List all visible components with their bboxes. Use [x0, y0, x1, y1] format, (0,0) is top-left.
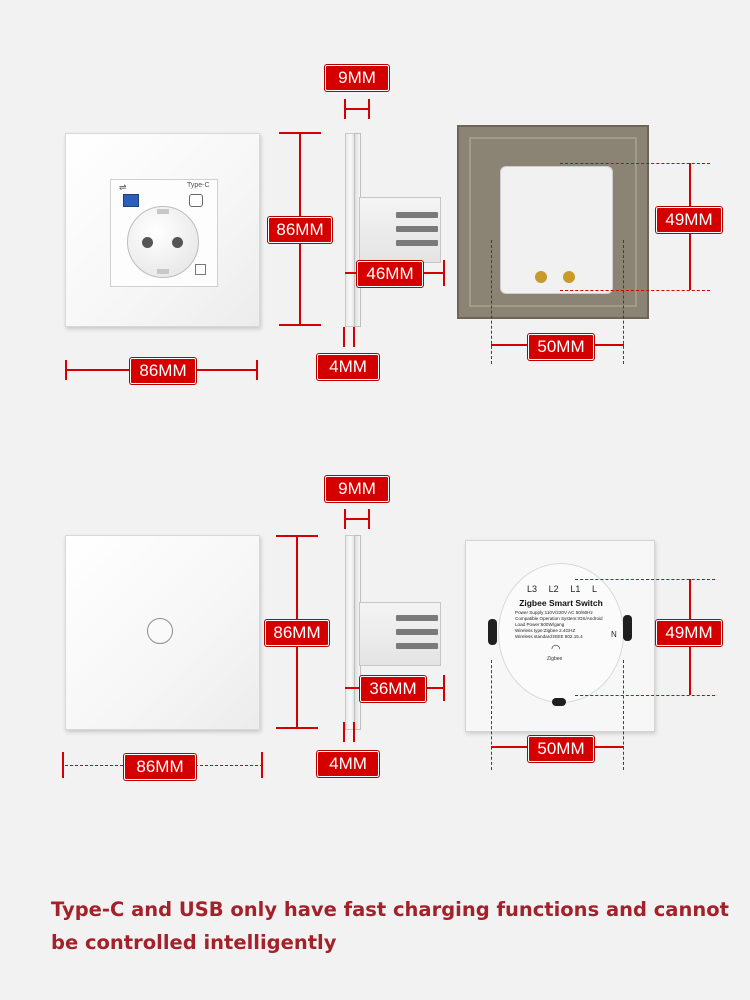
- module-n-label: N: [611, 630, 617, 639]
- width-tick-right: [261, 752, 263, 778]
- switch-side-plate-label: 4MM: [317, 751, 379, 777]
- height-tick-top: [279, 132, 321, 134]
- module-spec-line: Compatible Operation System:IOS/Android: [515, 616, 603, 621]
- ground-clip-bottom: [157, 269, 169, 274]
- switch-front-width-label: 86MM: [124, 754, 196, 780]
- side-fin: [396, 212, 438, 218]
- glass-dim-line: [344, 108, 370, 110]
- depth-dim-tick: [443, 675, 445, 701]
- glass-dim-tick: [344, 99, 346, 119]
- height-tick-bottom: [279, 324, 321, 326]
- side-fin: [396, 615, 438, 621]
- rear-frame-inner: [469, 137, 637, 307]
- status-square: [195, 264, 206, 275]
- rear-screw-slot: [552, 698, 566, 706]
- plate-dim-tick: [343, 722, 345, 742]
- glass-dim-tick: [368, 99, 370, 119]
- height-tick-bottom: [276, 727, 318, 729]
- switch-side-body: [359, 602, 441, 666]
- socket-side-plate-label: 4MM: [317, 354, 379, 380]
- rear-screw-slot: [488, 619, 497, 645]
- socket-rear-height-label: 49MM: [656, 207, 722, 233]
- switch-rear-frame: L3 L2 L1 L Zigbee Smart Switch Power Sup…: [465, 540, 655, 732]
- socket-front-panel: ⇌ Type-C: [65, 133, 260, 327]
- charging-note: Type-C and USB only have fast charging f…: [51, 898, 729, 954]
- socket-pin-right: [172, 237, 183, 248]
- width-tick-left: [62, 752, 64, 778]
- socket-side-depth-label: 46MM: [357, 261, 423, 287]
- rear-dim-guide-right: [623, 240, 624, 364]
- plate-dim-tick: [353, 722, 355, 742]
- rear-dim-guide-right: [623, 660, 624, 770]
- typec-label: Type-C: [187, 182, 210, 189]
- rear-dim-guide-top: [575, 579, 715, 580]
- touch-button[interactable]: [147, 618, 173, 644]
- terminal-l2: L2: [548, 584, 559, 594]
- usb-icon: ⇌: [119, 182, 127, 192]
- socket-rear-frame: [457, 125, 649, 319]
- terminal-l: L: [591, 584, 597, 594]
- plate-dim-tick: [353, 327, 355, 347]
- socket-insert: ⇌ Type-C: [110, 179, 218, 287]
- socket-rear-module: [500, 166, 613, 294]
- glass-dim-tick: [368, 509, 370, 529]
- rear-dim-guide-left: [491, 660, 492, 770]
- switch-front-height-label: 86MM: [265, 620, 329, 646]
- switch-rear-height-label: 49MM: [656, 620, 722, 646]
- rear-terminal-l: [535, 271, 547, 283]
- rear-dim-guide-bottom: [575, 695, 715, 696]
- module-spec-line: Wireless standard:IEEE 802.15.4: [515, 634, 583, 639]
- socket-side-body: [359, 197, 441, 263]
- terminal-l3: L3: [527, 584, 538, 594]
- plate-dim-tick: [343, 327, 345, 347]
- width-tick-left: [65, 360, 67, 380]
- module-brand: Zigbee: [547, 656, 563, 662]
- rear-dim-guide-top: [560, 163, 710, 164]
- switch-rear-module: L3 L2 L1 L Zigbee Smart Switch Power Sup…: [498, 563, 624, 703]
- switch-side-depth-label: 36MM: [360, 676, 426, 702]
- ground-clip-top: [157, 209, 169, 214]
- depth-dim-tick: [443, 260, 445, 286]
- schuko-socket: [127, 206, 199, 278]
- rear-dim-guide-bottom: [560, 290, 710, 291]
- height-tick-top: [276, 535, 318, 537]
- socket-pin-left: [142, 237, 153, 248]
- rear-terminal-n: [563, 271, 575, 283]
- module-spec-line: Wireless type:Zigbee 2.4GHZ: [515, 628, 576, 633]
- terminal-l1: L1: [570, 584, 581, 594]
- rear-dim-guide-left: [491, 240, 492, 364]
- side-fin: [396, 240, 438, 246]
- module-spec-line: Power Supply:110V/220V AC 50/60Hz: [515, 610, 593, 615]
- usb-port: [123, 194, 139, 207]
- socket-front-width-label: 86MM: [130, 358, 196, 384]
- side-fin: [396, 629, 438, 635]
- side-fin: [396, 226, 438, 232]
- switch-rear-width-label: 50MM: [528, 736, 594, 762]
- socket-front-height-label: 86MM: [268, 217, 332, 243]
- glass-dim-line: [344, 518, 370, 520]
- module-title: Zigbee Smart Switch: [519, 598, 603, 608]
- side-fin: [396, 643, 438, 649]
- module-terminal-row: L3 L2 L1 L: [527, 584, 597, 594]
- glass-dim-tick: [344, 509, 346, 529]
- typec-port: [189, 194, 203, 207]
- socket-rear-width-label: 50MM: [528, 334, 594, 360]
- switch-front-panel: [65, 535, 260, 730]
- rear-screw-slot: [623, 615, 632, 641]
- width-tick-right: [256, 360, 258, 380]
- wifi-icon: ◠: [551, 643, 561, 655]
- module-spec-line: Load Power:600W/gang: [515, 622, 565, 627]
- switch-side-glass-label: 9MM: [325, 476, 389, 502]
- socket-side-glass-label: 9MM: [325, 65, 389, 91]
- module-spec-block: Power Supply:110V/220V AC 50/60Hz Compat…: [515, 610, 611, 640]
